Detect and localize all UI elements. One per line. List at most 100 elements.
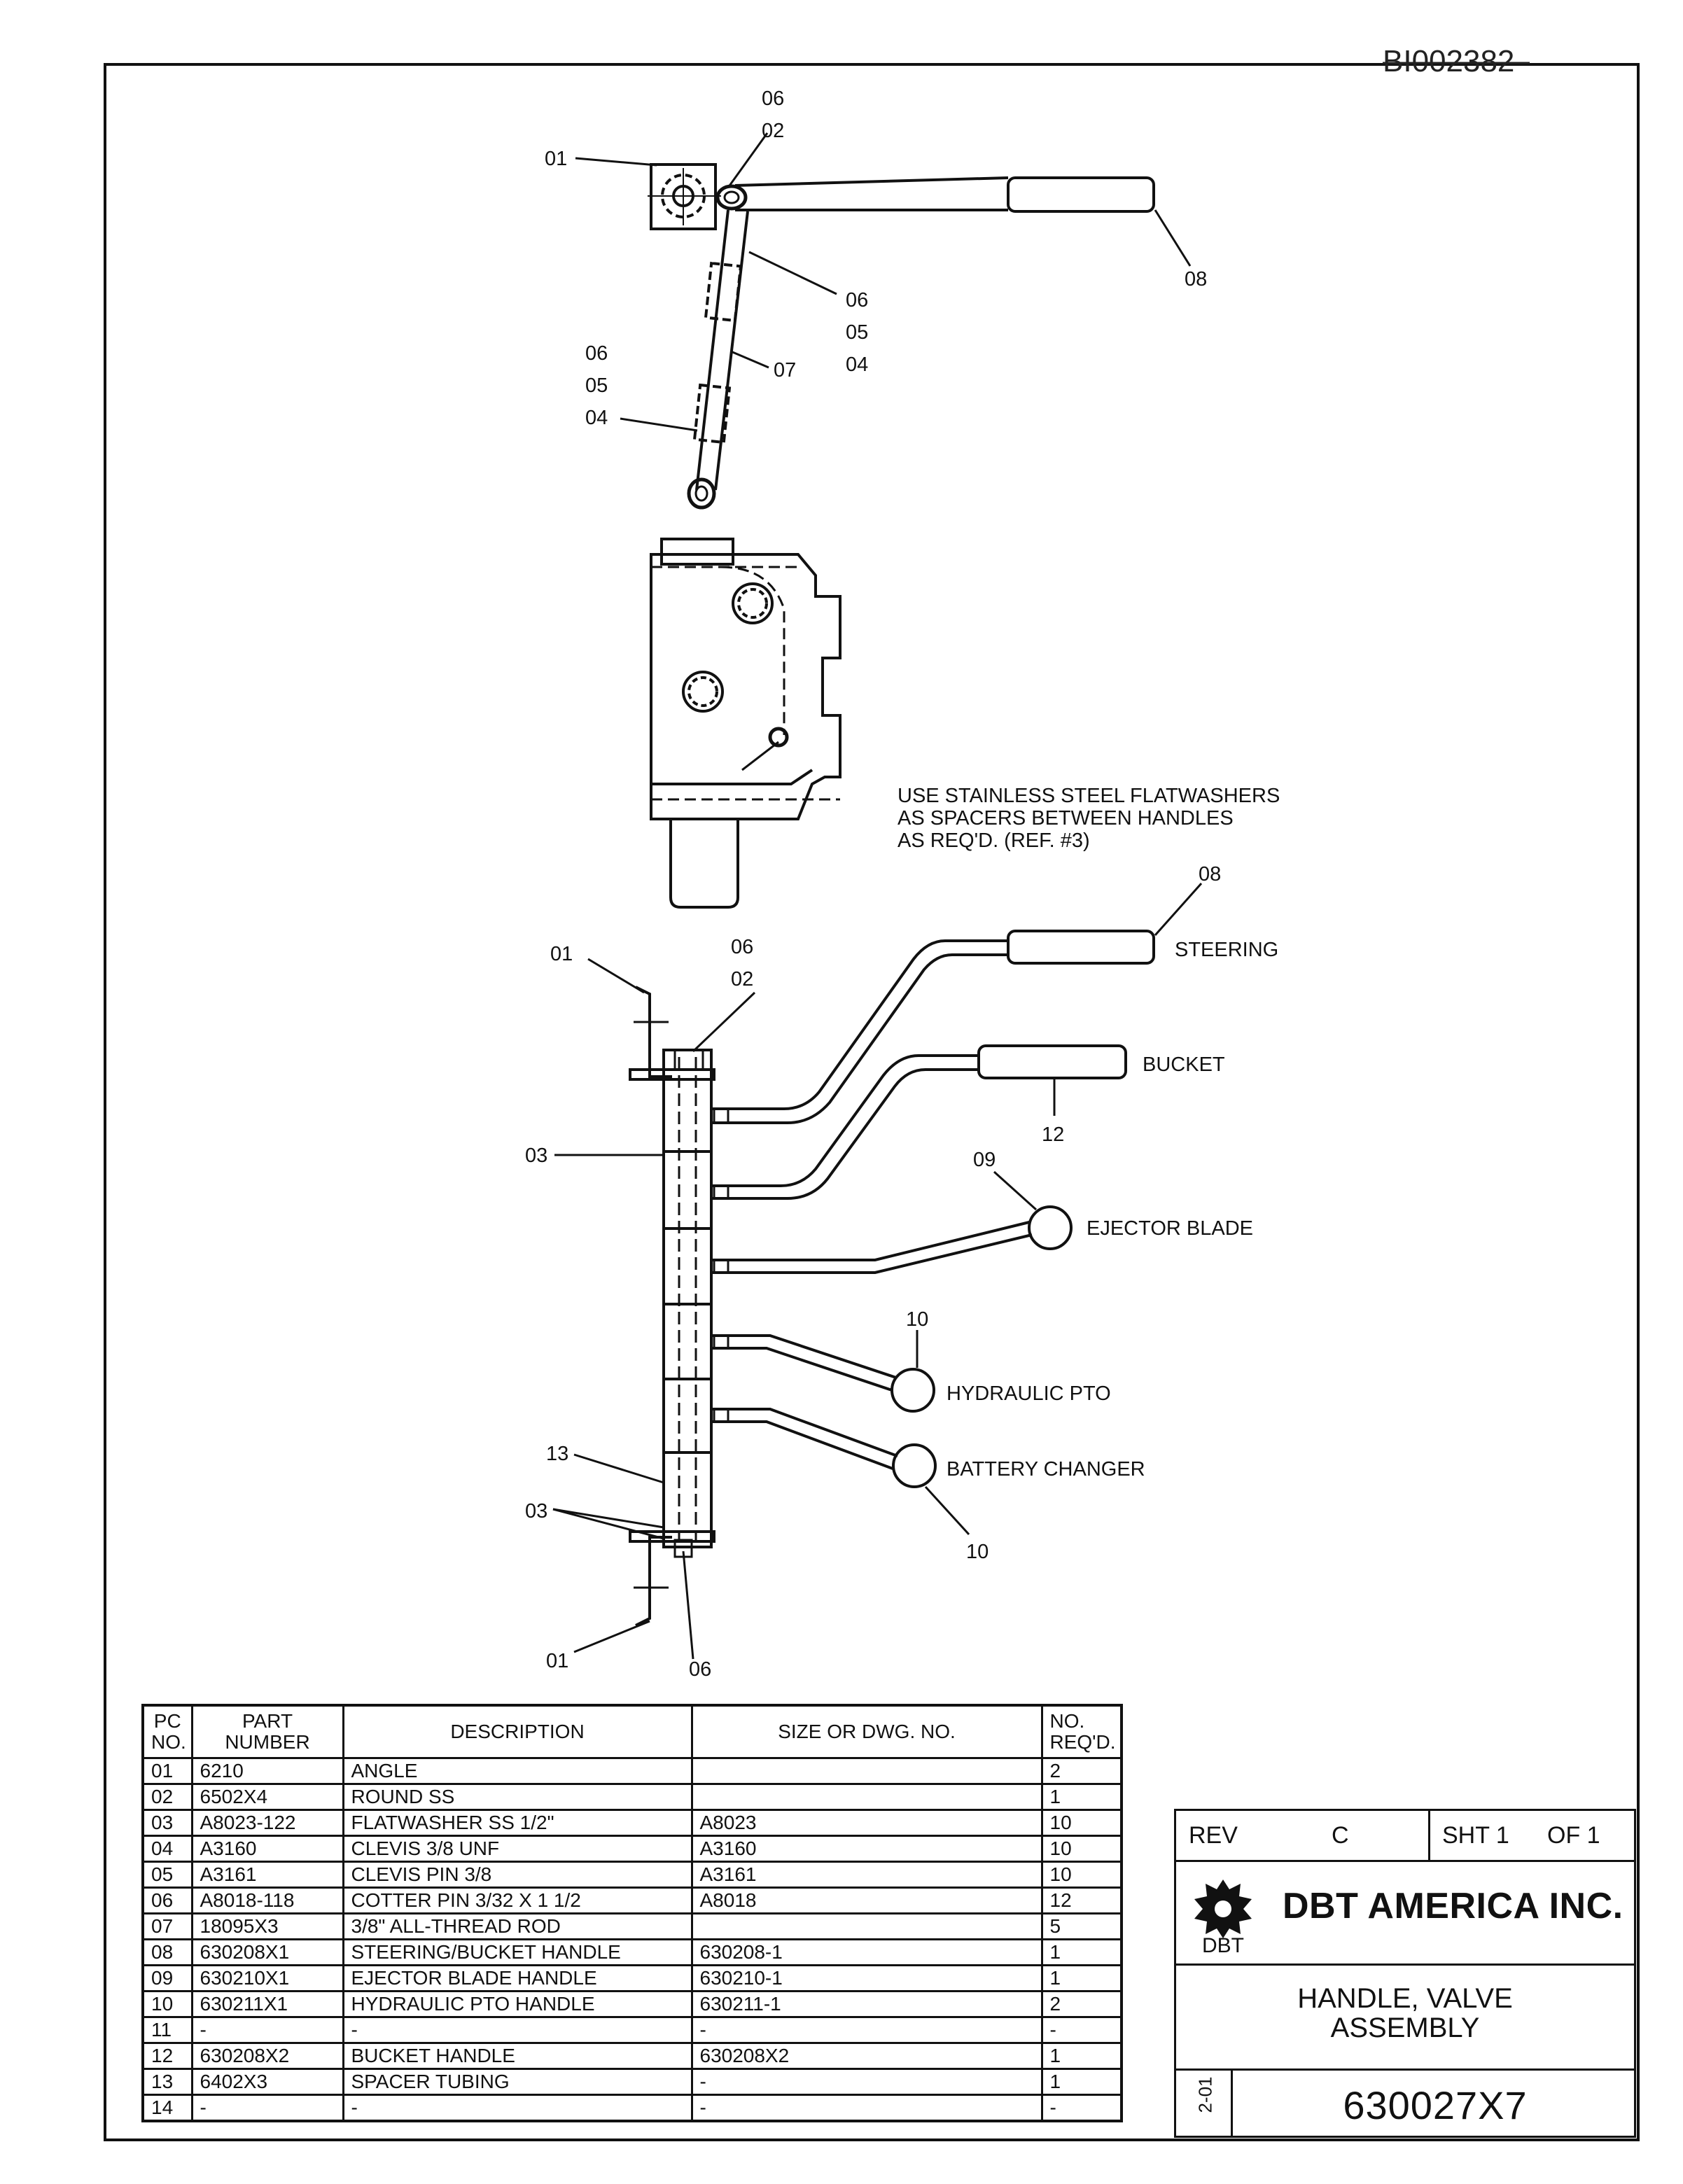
cell-qty: -: [1040, 2094, 1123, 2122]
cell-part-number: 6210: [190, 1757, 344, 1785]
battery-changer-handle-arm: [711, 1408, 898, 1457]
label-steering: STEERING: [1175, 939, 1278, 961]
steering-handle-arm: [711, 939, 1008, 1110]
side-view-drawing: [629, 930, 1155, 1627]
valve-port-lower: [682, 671, 724, 713]
callout-top-07: 07: [774, 359, 796, 382]
callout-top-06: 06: [762, 88, 784, 110]
cell-qty: 1: [1040, 1964, 1123, 1992]
cell-description: 3/8" ALL-THREAD ROD: [342, 1912, 693, 1940]
cell-part-number: 630211X1: [190, 1990, 344, 2018]
title-block-number-row: 2-01 630027X7: [1176, 2068, 1634, 2138]
cell-description: SPACER TUBING: [342, 2068, 693, 2096]
callout-side-10a: 10: [906, 1308, 928, 1331]
assembly-note: USE STAINLESS STEEL FLATWASHERS AS SPACE…: [898, 785, 1280, 852]
top-clevis-upper: [704, 261, 743, 323]
side-round-rod: [662, 1049, 713, 1548]
callout-side-01a: 01: [550, 943, 573, 965]
cell-description: COTTER PIN 3/32 X 1 1/2: [342, 1886, 693, 1914]
header-description: DESCRIPTION: [342, 1704, 693, 1759]
callout-side-02: 02: [731, 968, 753, 990]
callout-top-08: 08: [1185, 268, 1207, 290]
cell-size: 630211-1: [690, 1990, 1043, 2018]
steering-handle-grip: [1007, 930, 1155, 965]
label-ejector-blade: EJECTOR BLADE: [1087, 1217, 1253, 1240]
sheet-label: SHT 1: [1442, 1822, 1509, 1849]
callout-side-08: 08: [1199, 863, 1221, 886]
valve-top-cap: [660, 538, 734, 566]
callout-side-10b: 10: [966, 1541, 989, 1563]
callout-side-03a: 03: [525, 1144, 547, 1167]
cell-pc-no: 10: [141, 1990, 193, 2018]
callout-top-04b: 04: [846, 354, 868, 376]
callout-side-13: 13: [546, 1443, 568, 1465]
cell-pc-no: 11: [141, 2016, 193, 2044]
cell-description: EJECTOR BLADE HANDLE: [342, 1964, 693, 1992]
cell-qty: 10: [1040, 1861, 1123, 1889]
cell-pc-no: 08: [141, 1938, 193, 1966]
cell-size: -: [690, 2016, 1043, 2044]
cell-pc-no: 04: [141, 1835, 193, 1863]
cell-description: ANGLE: [342, 1757, 693, 1785]
cell-pc-no: 02: [141, 1783, 193, 1811]
title-block-company-row: DBT DBT AMERICA INC.: [1176, 1860, 1634, 1966]
label-hydraulic-pto: HYDRAULIC PTO: [947, 1382, 1111, 1405]
bucket-handle-arm: [711, 1054, 980, 1187]
valve-pin-small: [768, 727, 789, 748]
label-bucket: BUCKET: [1143, 1054, 1225, 1076]
cell-part-number: -: [190, 2016, 344, 2044]
rev-divider: [1428, 1811, 1430, 1860]
cell-pc-no: 14: [141, 2094, 193, 2122]
side-view-callouts: 08 01 06 02 03 12 09 10 13 03 10 01 06: [525, 863, 1221, 1681]
cell-description: HYDRAULIC PTO HANDLE: [342, 1990, 693, 2018]
title-block: REV C SHT 1 OF 1 DBT DBT AMERICA INC. HA…: [1174, 1809, 1636, 2138]
dbt-logo-icon: DBT: [1194, 1879, 1252, 1954]
drawing-border: [104, 63, 1640, 2141]
hydraulic-pto-handle-arm: [711, 1334, 897, 1379]
callout-top-06c: 06: [585, 342, 608, 365]
cell-part-number: -: [190, 2094, 344, 2122]
top-view-drawing: [648, 163, 1155, 909]
cell-size: -: [690, 2068, 1043, 2096]
callout-top-04c: 04: [585, 407, 608, 429]
title-block-rev-row: REV C SHT 1 OF 1: [1176, 1811, 1634, 1862]
valve-spool: [669, 819, 739, 909]
cell-description: ROUND SS: [342, 1783, 693, 1811]
ejector-handle-arm: [711, 1221, 1030, 1261]
cell-size: 630208-1: [690, 1938, 1043, 1966]
cell-size: -: [690, 2094, 1043, 2122]
top-thread-rod: [695, 209, 729, 491]
note-line-2: AS SPACERS BETWEEN HANDLES: [898, 807, 1234, 830]
top-clevis-coil: [715, 184, 748, 211]
cell-size: 630208X2: [690, 2042, 1043, 2070]
cell-part-number: 6502X4: [190, 1783, 344, 1811]
callout-side-06a: 06: [731, 936, 753, 958]
callout-side-06b: 06: [689, 1658, 711, 1681]
callout-top-05b: 05: [846, 321, 868, 344]
label-battery-changer: BATTERY CHANGER: [947, 1458, 1145, 1480]
callout-top-02: 02: [762, 120, 784, 142]
svg-text:DBT: DBT: [1202, 1934, 1244, 1954]
sheet-of-label: OF 1: [1547, 1822, 1600, 1849]
table-row: 11----: [141, 2016, 1123, 2044]
table-row: 14----: [141, 2094, 1123, 2122]
document-id: BI002382: [1383, 44, 1514, 78]
top-lower-coil: [687, 477, 716, 510]
ejector-handle-knob: [1028, 1205, 1073, 1250]
cell-description: FLATWASHER SS 1/2": [342, 1809, 693, 1837]
cell-qty: 1: [1040, 2042, 1123, 2070]
cell-qty: 12: [1040, 1886, 1123, 1914]
cell-qty: -: [1040, 2016, 1123, 2044]
cell-part-number: A8023-122: [190, 1809, 344, 1837]
cell-pc-no: 13: [141, 2068, 193, 2096]
